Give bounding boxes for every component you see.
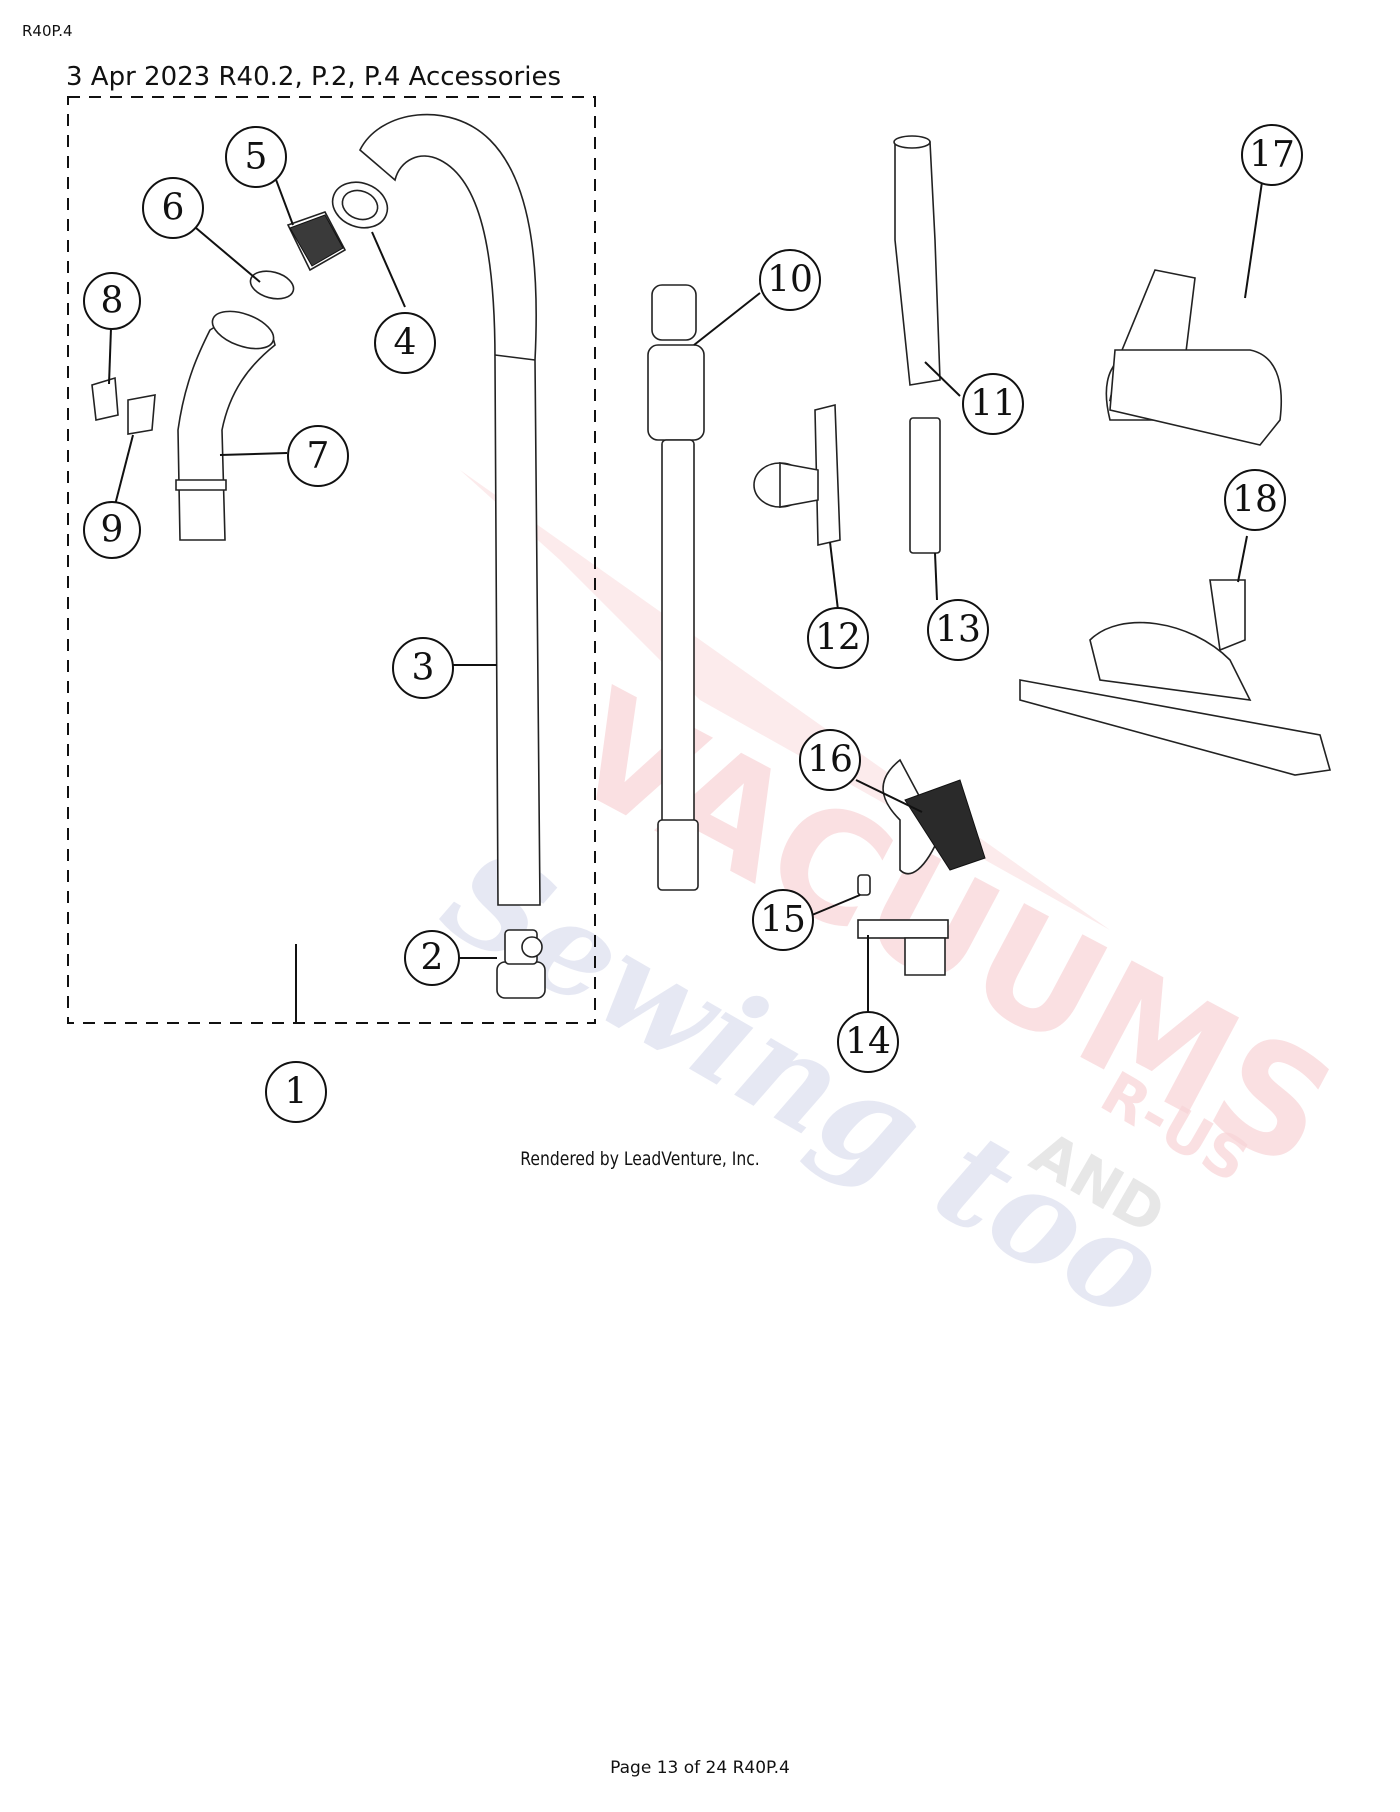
callout-2: 2 [404,930,460,986]
svg-text:2: 2 [421,938,444,979]
callout-5: 5 [225,126,287,188]
section-title: 3 Apr 2023 R40.2, P.2, P.4 Accessories [66,62,562,92]
part-14-16-dusting-brush [857,758,986,976]
part-5-nut [286,211,347,272]
part-12-upholstery-tool [753,403,841,546]
part-8-clip [91,376,119,421]
svg-text:9: 9 [101,510,124,551]
callout-16: 16 [799,729,861,791]
part-18-floor-tool [1019,579,1332,776]
callout-4: 4 [374,312,436,374]
callout-11: 11 [962,373,1024,435]
callout-15: 15 [752,889,814,951]
svg-text:12: 12 [815,618,861,659]
hose-assembly-box [67,96,596,1024]
callout-1: 1 [265,1061,327,1123]
part-10-telescopic-wand [647,284,705,891]
svg-text:5: 5 [245,137,268,178]
callout-12: 12 [807,607,869,669]
svg-text:14: 14 [845,1022,891,1063]
callout-6: 6 [142,177,204,239]
callout-18: 18 [1224,469,1286,531]
svg-text:4: 4 [394,323,417,364]
callout-14: 14 [837,1011,899,1073]
page-footer: Page 13 of 24 R40P.4 [610,1758,790,1778]
callout-17: 17 [1241,124,1303,186]
svg-text:18: 18 [1232,480,1278,521]
page-id: R40P.4 [22,22,73,40]
callout-8: 8 [83,272,141,330]
callout-9: 9 [83,501,141,559]
svg-text:6: 6 [162,188,185,229]
part-11-crevice-tool [894,141,941,386]
svg-text:16: 16 [807,740,853,781]
svg-text:7: 7 [307,436,330,477]
callout-3: 3 [392,637,454,699]
part-6-o-ring [249,270,295,300]
svg-text:11: 11 [970,384,1016,425]
svg-text:8: 8 [101,281,124,322]
svg-text:13: 13 [935,610,981,651]
part-15-pin [857,874,871,896]
callout-13: 13 [927,599,989,661]
part-4-swivel-ring [331,181,389,229]
part-13-brush-insert [909,417,941,554]
part-2-hose-cuff [496,929,546,999]
svg-text:15: 15 [760,900,806,941]
render-credit: Rendered by LeadVenture, Inc. [520,1148,760,1170]
part-17-turbo-brush [1105,269,1282,446]
svg-text:3: 3 [412,648,435,689]
part-9-clip [127,394,156,435]
part-7-handle [177,318,276,541]
svg-text:1: 1 [285,1072,308,1113]
callout-7: 7 [287,425,349,487]
svg-text:17: 17 [1249,135,1295,176]
svg-text:10: 10 [767,260,813,301]
part-3-tube [359,113,541,906]
callout-10: 10 [759,249,821,311]
